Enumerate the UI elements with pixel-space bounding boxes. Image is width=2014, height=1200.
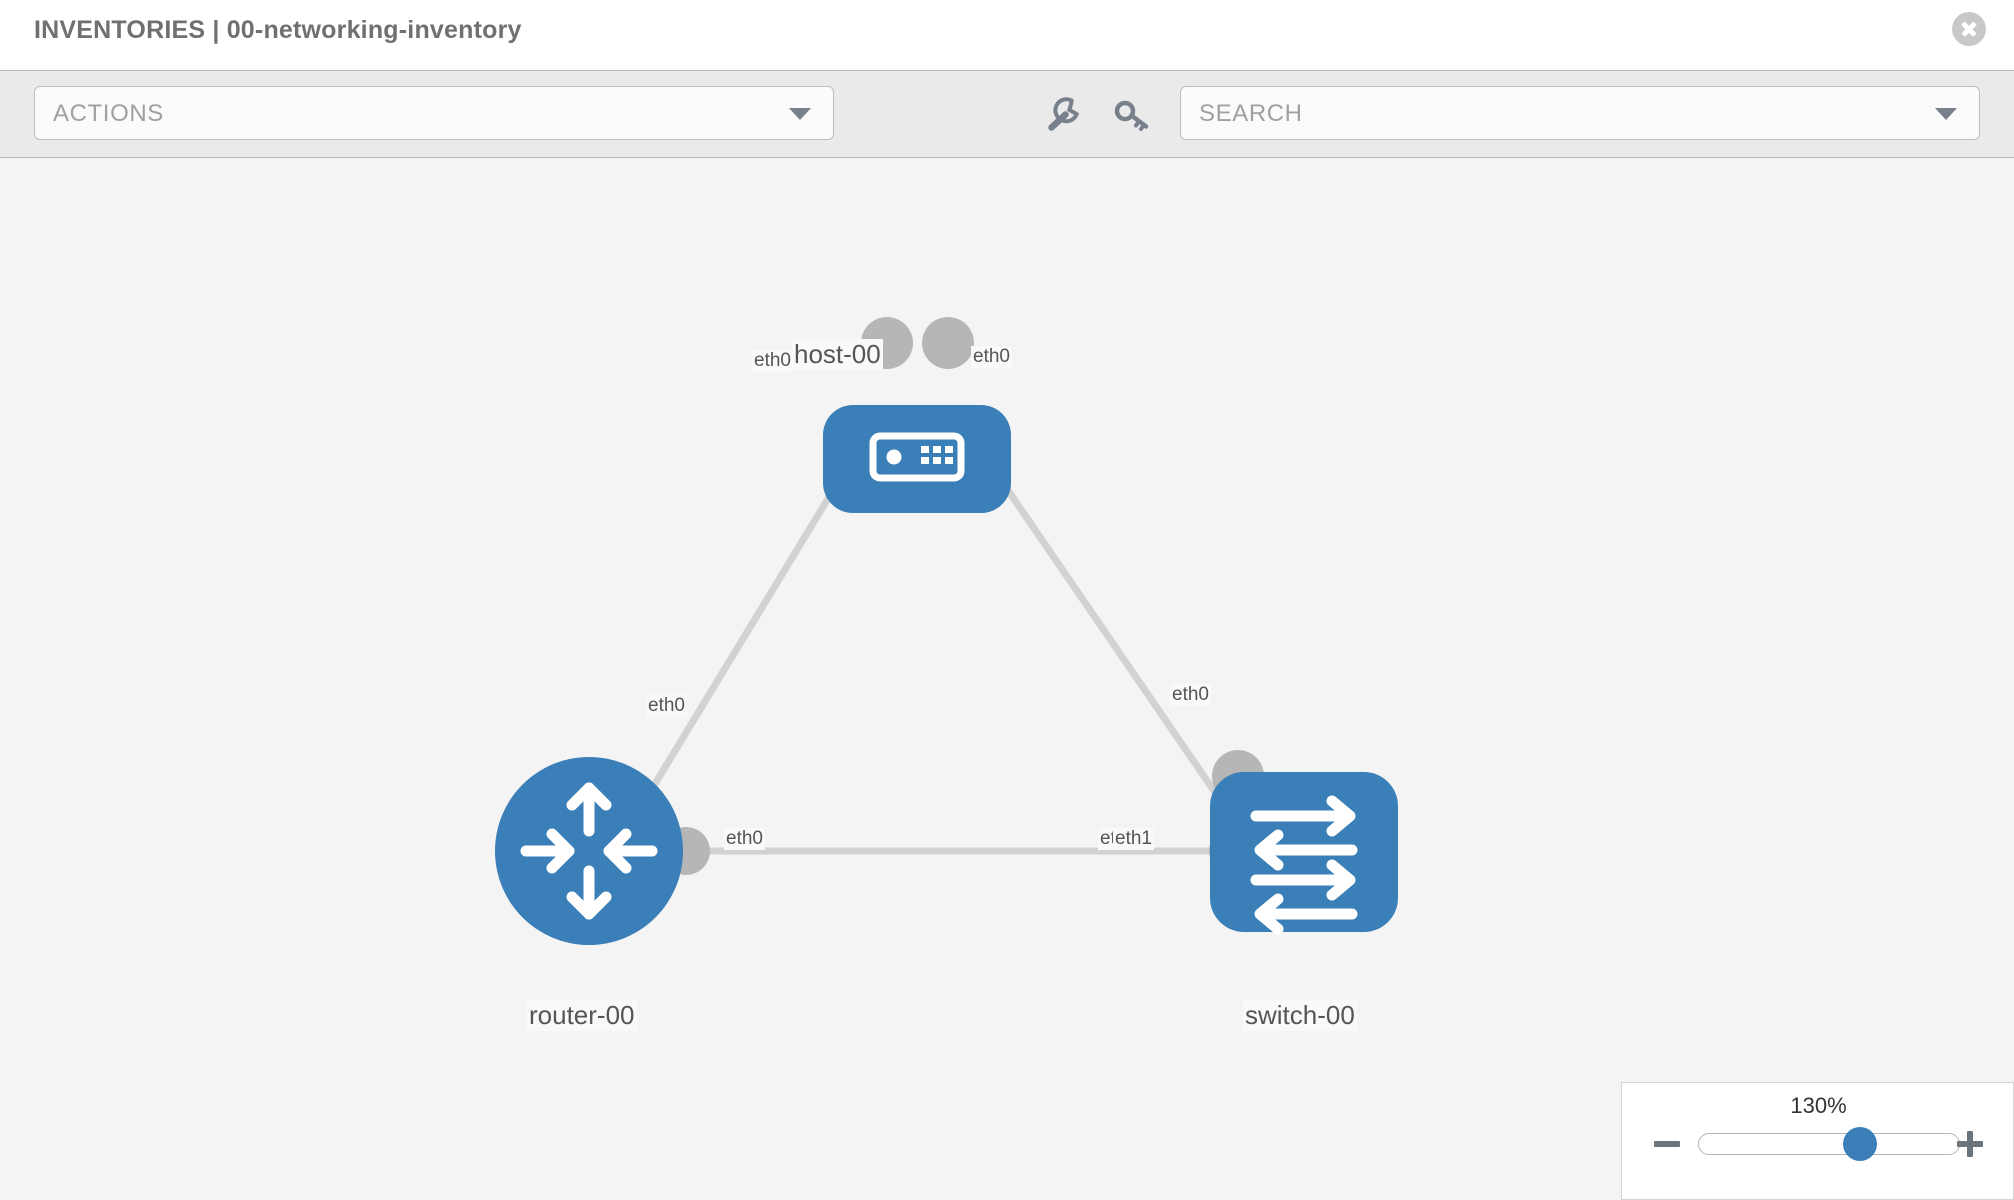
- node-label-host-00: host-00: [792, 339, 883, 370]
- topology-canvas[interactable]: eth0 host-00 eth0 eth0 eth0 eth0 eth eth…: [0, 158, 2014, 1200]
- iface-label-router-right: eth0: [724, 828, 765, 850]
- page-title: INVENTORIES | 00-networking-inventory: [34, 16, 522, 44]
- node-router-00[interactable]: [495, 757, 683, 945]
- close-icon[interactable]: [1952, 12, 1986, 46]
- zoom-control-panel: 130%: [1621, 1082, 2014, 1200]
- zoom-slider-track[interactable]: [1698, 1133, 1960, 1155]
- iface-label-switch-upper: eth0: [1170, 684, 1211, 706]
- node-label-switch-00: switch-00: [1243, 1000, 1357, 1031]
- search-placeholder: SEARCH: [1199, 100, 1303, 127]
- minus-icon[interactable]: [1652, 1129, 1682, 1159]
- server-appliance-icon: [869, 432, 965, 482]
- four-arrows-converge-icon: [520, 782, 658, 920]
- iface-label-router-upper: eth0: [646, 695, 687, 717]
- node-label-router-00: router-00: [527, 1000, 637, 1031]
- search-input[interactable]: SEARCH: [1180, 86, 1980, 140]
- wrench-icon[interactable]: [1043, 95, 1083, 135]
- actions-dropdown-label: ACTIONS: [53, 100, 164, 127]
- iface-label-host-right: eth0: [971, 346, 1012, 368]
- key-icon[interactable]: [1112, 95, 1152, 135]
- topology-graph: [495, 317, 1398, 945]
- chevron-down-icon: [789, 108, 811, 120]
- connector-host-right[interactable]: [922, 317, 974, 369]
- node-switch-00[interactable]: [1210, 772, 1398, 935]
- plus-icon[interactable]: [1955, 1129, 1985, 1159]
- iface-label-host-left: eth0: [752, 350, 793, 372]
- actions-dropdown[interactable]: ACTIONS: [34, 86, 834, 140]
- toolbar: ACTIONS SEARCH: [0, 70, 2014, 158]
- iface-label-switch-left: eth1: [1113, 828, 1154, 850]
- header-bar: INVENTORIES | 00-networking-inventory: [0, 0, 2014, 70]
- chevron-down-icon[interactable]: [1935, 108, 1957, 120]
- connector-layer: [662, 317, 1264, 875]
- zoom-slider-thumb[interactable]: [1843, 1127, 1877, 1161]
- bidirectional-arrows-icon: [1250, 795, 1358, 935]
- node-host-00[interactable]: [823, 405, 1011, 513]
- zoom-level-value: 130%: [1790, 1093, 1847, 1118]
